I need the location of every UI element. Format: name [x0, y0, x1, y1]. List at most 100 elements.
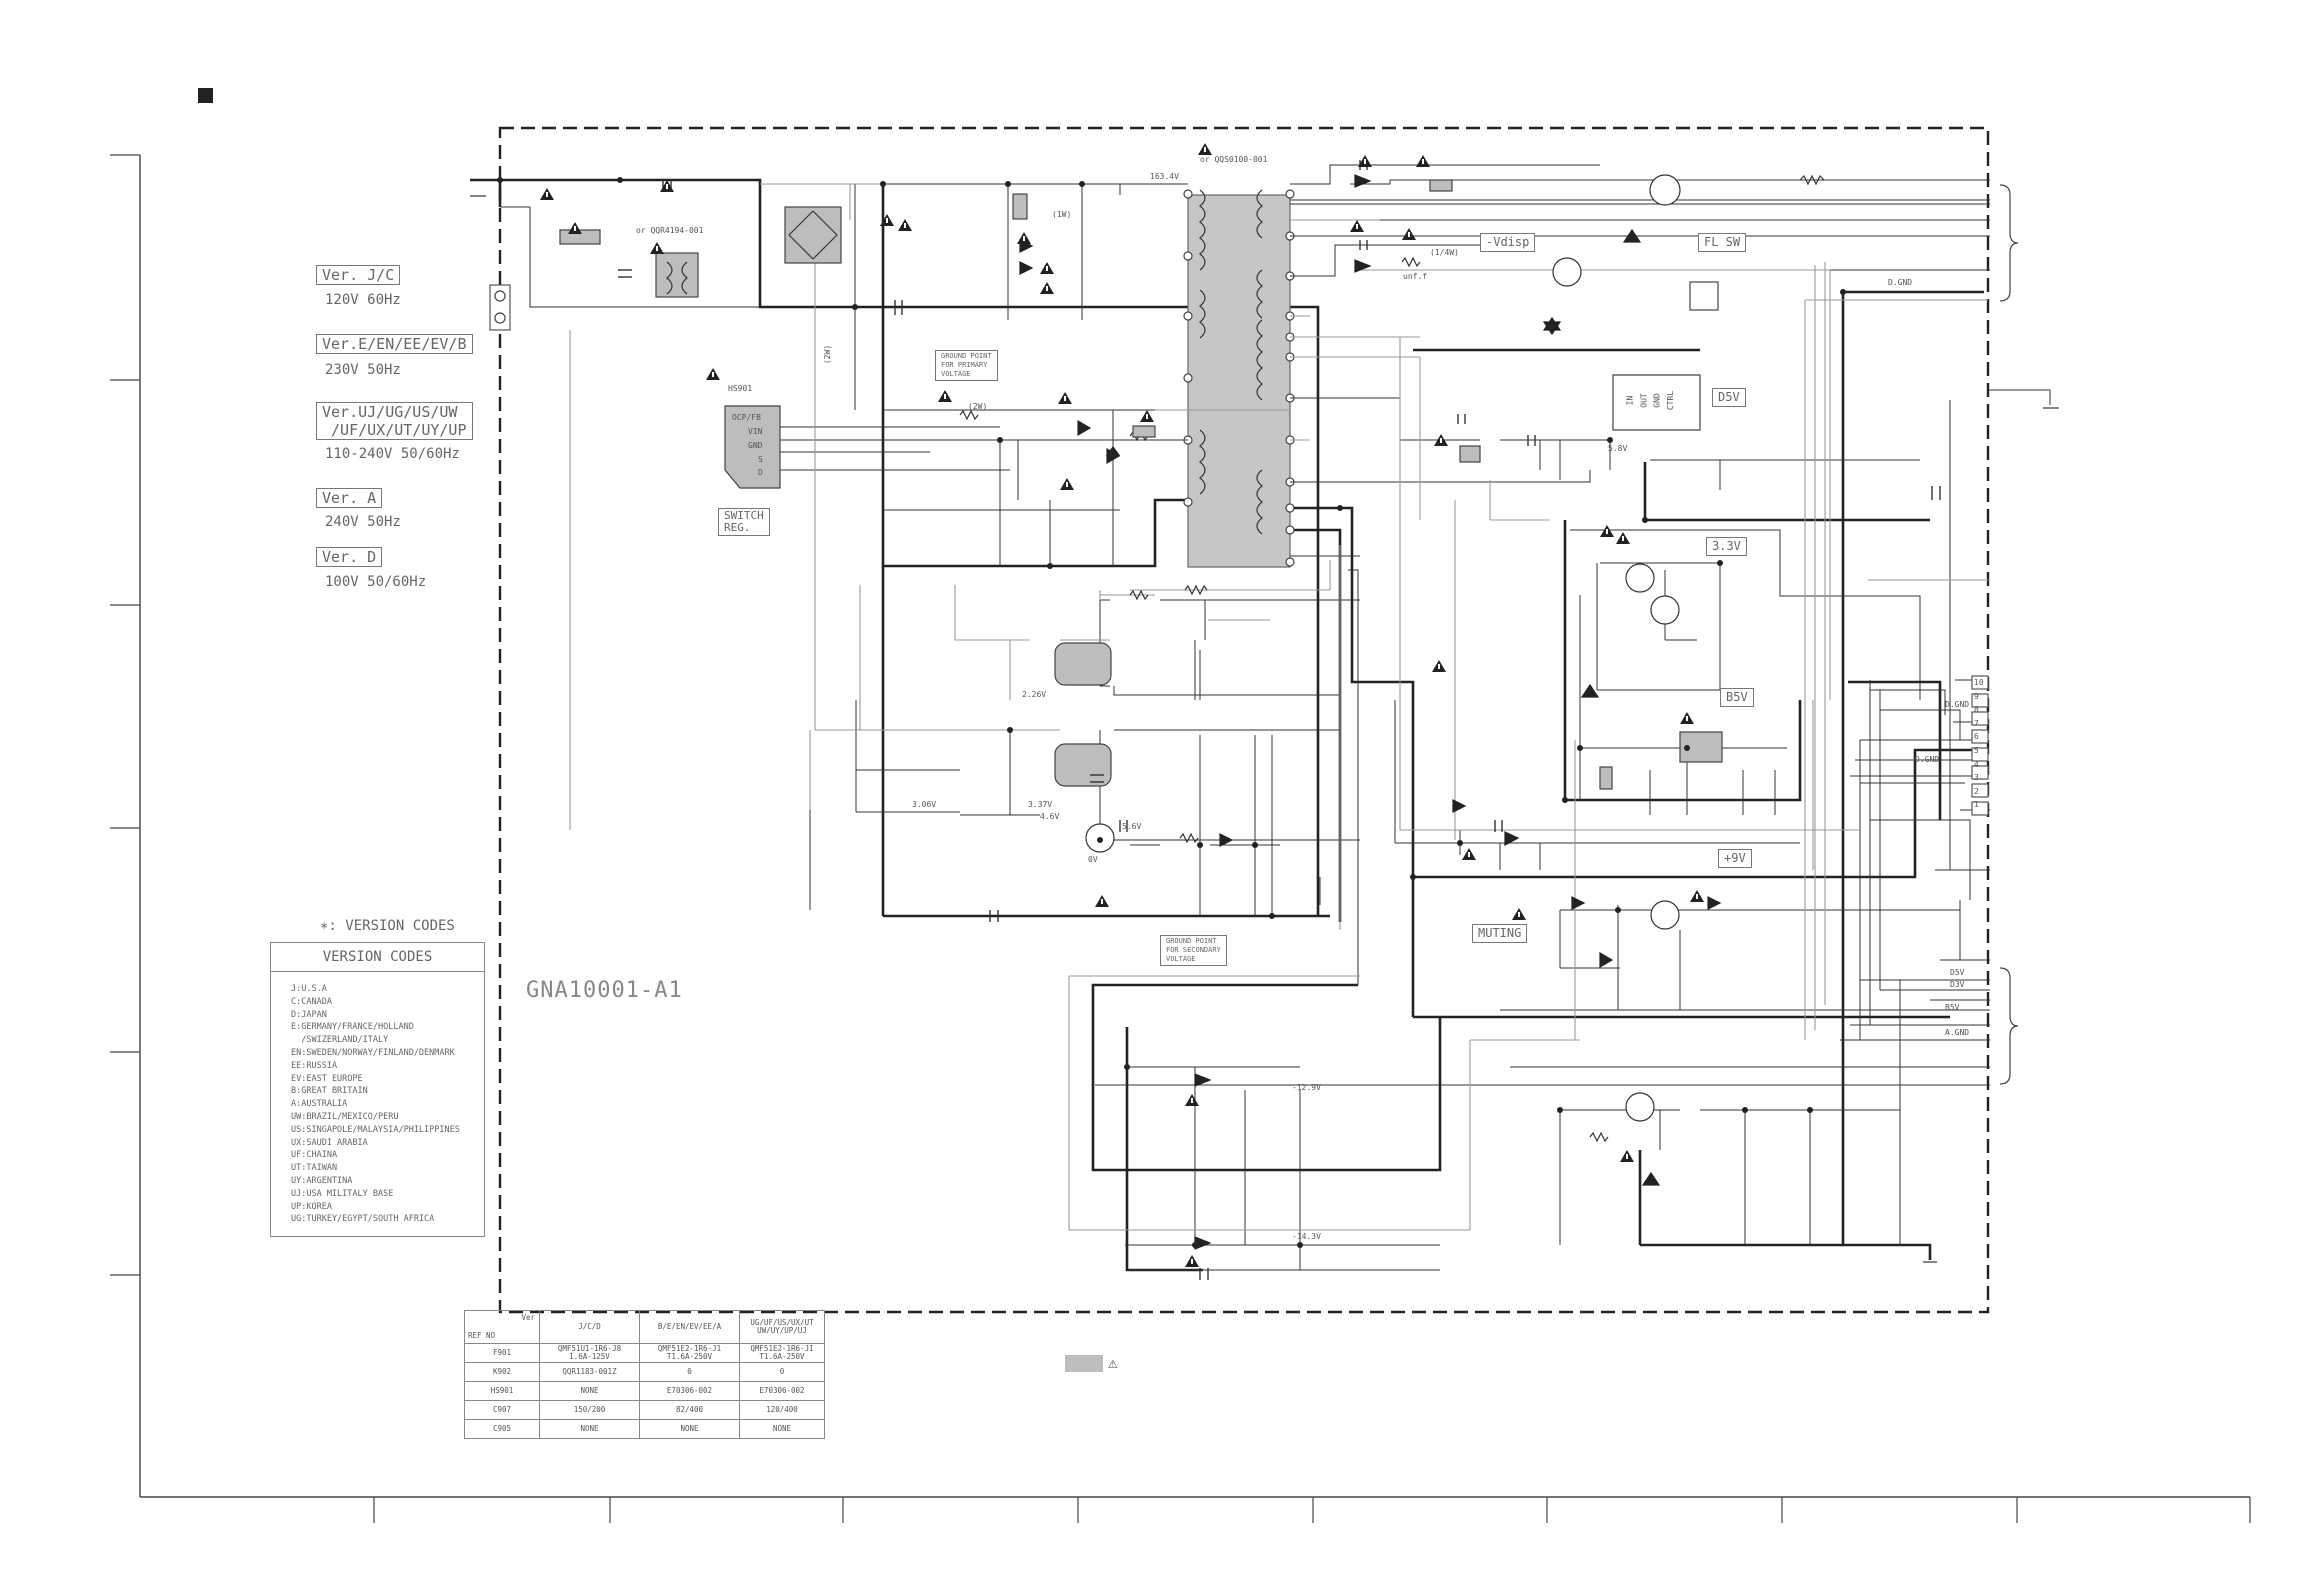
warning-triangle-icon	[938, 390, 952, 402]
label-v-337: 3.37V	[1028, 800, 1053, 809]
ground-symbols	[470, 195, 2059, 1263]
table-header-be: B/E/EN/EV/EE/A	[639, 1310, 740, 1344]
label-d3v-out: D3V	[1950, 980, 1965, 989]
warning-triangle-icon	[1620, 1150, 1634, 1162]
bridge-rectifier	[784, 206, 842, 264]
table-cell: 0	[639, 1362, 740, 1382]
warning-triangle-icon	[660, 180, 674, 192]
warning-triangle-icon	[1600, 525, 1614, 537]
frame-bottom-ticks	[373, 1497, 2251, 1523]
version-code-item: UX:SAUDI ARABIA	[291, 1137, 368, 1148]
label-3v3-box: 3.3V	[1706, 537, 1747, 556]
label-ic-out: OUT	[1639, 393, 1649, 408]
version-spec-jc: 120V 60Hz	[325, 292, 401, 308]
label-vin: VIN	[748, 427, 763, 436]
warning-triangle-icon	[1350, 220, 1364, 232]
warning-triangle-icon	[898, 219, 912, 231]
legend-grey-part	[1065, 1355, 1103, 1372]
version-spec-a: 240V 50Hz	[325, 514, 401, 530]
connector-pin-number: 3	[1974, 773, 1979, 783]
label-ground-primary: GROUND POINT FOR PRIMARY VOLTAGE	[935, 350, 998, 381]
label-v-306: 3.06V	[912, 800, 937, 809]
table-header-jcd: J/C/D	[539, 1310, 640, 1344]
label-v-58: 5.8V	[1608, 444, 1628, 453]
label-transformer-voltage: 163.4V	[1150, 172, 1179, 181]
warning-triangle-icon	[1185, 1094, 1199, 1106]
warning-triangle-icon	[706, 368, 720, 380]
connector-pin-number: 4	[1974, 759, 1979, 769]
warning-triangle-icon	[1690, 890, 1704, 902]
warning-triangle-icon	[1616, 532, 1630, 544]
table-cell: QQR1183-001Z	[539, 1362, 640, 1382]
label-filter-part: or QQR4194-001	[636, 226, 704, 235]
label-switch-reg: SWITCH REG.	[718, 508, 770, 536]
table-ref-cell: C907	[464, 1400, 540, 1420]
junction-dots	[497, 177, 1846, 1248]
table-ref-cell: HS901	[464, 1381, 540, 1401]
connector-pin-number: 1	[1974, 800, 1979, 810]
version-code-item: C:CANADA	[291, 996, 332, 1007]
corner-square-marker	[198, 88, 213, 103]
version-spec-e: 230V 50Hz	[325, 362, 401, 378]
warning-triangle-icon	[540, 188, 554, 200]
label-fl-sw: FL SW	[1698, 233, 1747, 252]
connector-pin-number: 6	[1974, 732, 1979, 742]
label-gnd: GND	[748, 441, 763, 450]
version-code-item: A:AUSTRALIA	[291, 1099, 348, 1110]
diodes	[1019, 174, 1722, 1250]
label-b5v-box: B5V	[1720, 688, 1754, 707]
version-box-a: Ver. A	[316, 488, 383, 508]
warning-triangle-icon	[1060, 478, 1074, 490]
transformer-pins	[1183, 189, 1295, 567]
version-code-item: UF:CHAINA	[291, 1150, 338, 1161]
grey-traces	[569, 183, 1990, 1231]
version-code-item: EN:SWEDEN/NORWAY/FINLAND/DENMARK	[291, 1047, 455, 1058]
line-filter-coil-a	[666, 261, 673, 295]
corner-ref: REF NO	[468, 1331, 496, 1340]
table-cell: E70306-002	[639, 1381, 740, 1401]
label-2w-b: (2W)	[968, 402, 988, 411]
label-b5v-out: B5V	[1945, 1003, 1960, 1012]
table-cell: 150/200	[539, 1400, 640, 1420]
label-d: D	[758, 468, 763, 477]
version-code-item: EE:RUSSIA	[291, 1060, 338, 1071]
label-2w-a: (2W)	[823, 344, 833, 365]
output-connector	[1971, 675, 1989, 816]
table-cell: NONE	[539, 1419, 640, 1439]
label-ocp-fb: OCP/FB	[732, 413, 761, 422]
label-9v-box: +9V	[1718, 849, 1752, 868]
version-code-item: D:JAPAN	[291, 1009, 327, 1020]
transformer-core	[1187, 194, 1291, 568]
label-quarter-w: (1/4W)	[1430, 248, 1459, 257]
label-ic-gnd: GND	[1652, 393, 1662, 408]
version-box-uj: Ver.UJ/UG/US/UW /UF/UX/UT/UY/UP	[316, 402, 473, 440]
connector-pin-number: 10	[1974, 678, 1984, 687]
label-agnd: A.GND	[1945, 1028, 1970, 1037]
connector-pin-number: 2	[1974, 786, 1979, 796]
table-cell: E70306-002	[739, 1381, 825, 1401]
label-v-0: 0V	[1088, 855, 1098, 864]
warning-triangle-icon	[1402, 228, 1416, 240]
warning-triangle-icon	[1680, 712, 1694, 724]
warning-triangle-icon	[1434, 434, 1448, 446]
warning-triangle-icon	[880, 214, 894, 226]
table-cell: QMF51E2-1R6-J1 T1.6A-250V	[739, 1343, 825, 1363]
table-cell: NONE	[539, 1381, 640, 1401]
version-codes-title: VERSION CODES	[271, 943, 484, 972]
warning-triangle-icon	[1416, 155, 1430, 167]
label-ic-ctrl: CTRL	[1666, 390, 1676, 411]
label-1w: (1W)	[1052, 210, 1072, 219]
warning-triangle-icon	[1432, 660, 1446, 672]
warning-triangle-icon	[1017, 232, 1031, 244]
warning-triangle-icon	[1198, 143, 1212, 155]
table-cell: 0	[739, 1362, 825, 1382]
label-unf: unf.f	[1403, 272, 1428, 281]
label-v-56: 5.6V	[1122, 822, 1142, 831]
